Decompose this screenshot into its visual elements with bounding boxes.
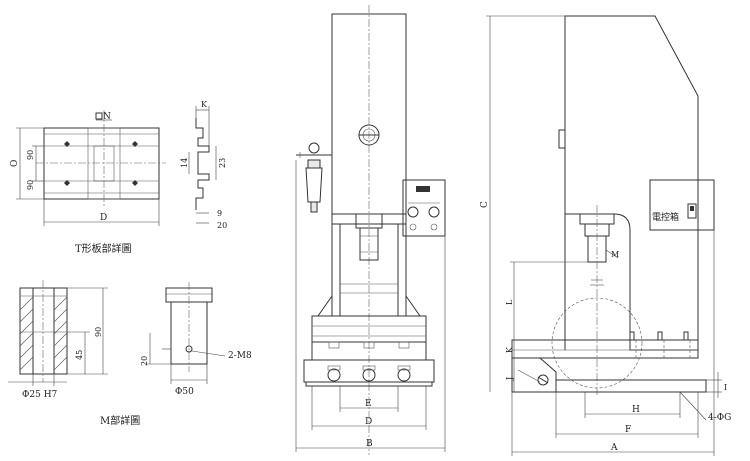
side-frame bbox=[564, 15, 699, 351]
m-dim-20-label: 20 bbox=[140, 356, 149, 366]
ram-bushing bbox=[359, 227, 379, 261]
front-control-panel bbox=[402, 179, 446, 237]
dim-d-label: D bbox=[100, 213, 107, 223]
dim-k-label: K bbox=[201, 100, 208, 109]
m-detail-caption: M部詳圖 bbox=[100, 414, 140, 427]
press-side-view: 電控箱 M C L bbox=[480, 15, 731, 456]
dim-14-label: 14 bbox=[180, 158, 189, 168]
front-dim-e-label: E bbox=[365, 399, 372, 409]
m-dim-phi25-label: Φ25 H7 bbox=[22, 390, 58, 400]
control-box-label: 電控箱 bbox=[652, 211, 679, 223]
side-dim-c-label: C bbox=[480, 201, 490, 208]
dim-23-label: 23 bbox=[218, 158, 227, 168]
work-envelope bbox=[551, 297, 643, 389]
bushing-outline bbox=[19, 287, 68, 375]
panel-box bbox=[402, 179, 446, 237]
t-slot-plate-detail: N O 90 90 D T形板部詳圖 bbox=[10, 110, 166, 255]
side-dim-j-label: J bbox=[505, 377, 514, 381]
front-dim-b-label: B bbox=[366, 439, 373, 449]
dim-9-label: 9 bbox=[217, 209, 222, 218]
control-switch bbox=[687, 203, 697, 219]
t-plate-caption: T形板部詳圖 bbox=[75, 242, 132, 255]
m-dim-45-label: 45 bbox=[75, 350, 84, 360]
press-front-view: E D B bbox=[295, 5, 446, 455]
m-dim-2m8-label: 2-M8 bbox=[228, 351, 252, 361]
square-symbol bbox=[95, 112, 103, 120]
control-box bbox=[649, 179, 715, 231]
side-dim-4phig-label: 4-ΦG bbox=[708, 413, 731, 423]
side-dim-a-label: A bbox=[610, 443, 618, 453]
dim-n-label: N bbox=[103, 112, 111, 122]
dim-90-top-label: 90 bbox=[26, 150, 35, 160]
side-dim-f-label: F bbox=[625, 425, 631, 435]
side-dim-l-label: L bbox=[505, 299, 514, 305]
t-plate-outline bbox=[43, 127, 160, 200]
side-dim-h-label: H bbox=[632, 405, 640, 415]
slot-profile-detail: K 14 23 9 20 bbox=[180, 100, 227, 230]
side-base bbox=[555, 379, 707, 393]
m-dim-phi50-label: Φ50 bbox=[175, 387, 194, 397]
dim-20-label: 20 bbox=[217, 221, 227, 230]
side-table bbox=[511, 339, 699, 359]
dim-90-bottom-label: 90 bbox=[26, 180, 35, 190]
air-filter-regulator bbox=[296, 142, 332, 213]
m-dim-90-label: 90 bbox=[94, 327, 103, 337]
side-dim-m-label: M bbox=[611, 250, 619, 259]
m-detail-section: 90 45 Φ25 H7 bbox=[8, 280, 108, 400]
dim-o-label: O bbox=[10, 160, 20, 167]
front-dim-d-label: D bbox=[365, 417, 372, 427]
side-dim-k-label: K bbox=[505, 346, 514, 353]
m-detail-elevation: 20 2-M8 Φ50 bbox=[140, 282, 252, 397]
side-dim-i-label: I bbox=[724, 383, 727, 392]
